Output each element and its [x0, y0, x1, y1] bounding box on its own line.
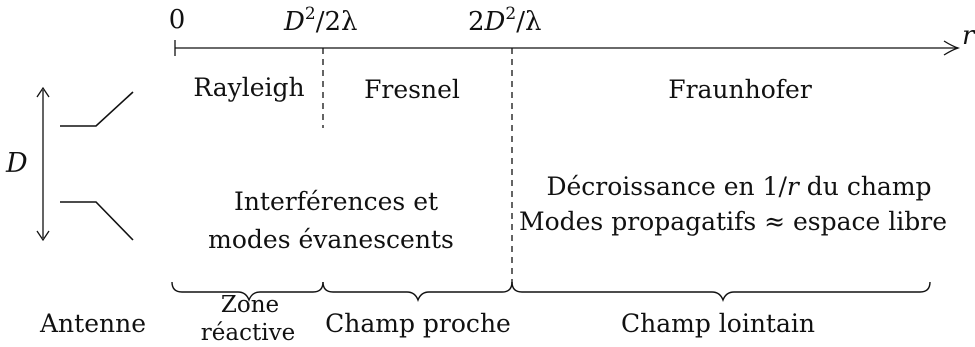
near-field-description-line1: Interférences et: [234, 187, 438, 216]
far-field-description-line1: Décroissance en 1/r du champ: [546, 172, 931, 201]
axis-arrowhead: [943, 40, 961, 56]
zone-label-far-field: Champ lointain: [621, 309, 815, 338]
brace-near-field: [322, 281, 513, 302]
region-label-fraunhofer: Fraunhofer: [668, 75, 812, 104]
antenna-label: Antenne: [39, 309, 146, 338]
zone-label-reactive-line2: réactive: [201, 320, 295, 346]
brace-reactive-zone: [171, 281, 324, 302]
zone-braces: [171, 281, 931, 302]
brace-far-field: [511, 281, 931, 302]
antenna-size-label: D: [5, 148, 28, 179]
region-label-rayleigh: Rayleigh: [193, 73, 304, 102]
axis-tick-label-d2-over-2lambda: D2/2λ: [283, 4, 357, 37]
axis-tick-label-2d2-over-lambda: 2D2/λ: [468, 4, 541, 37]
axis-tick-label-0: 0: [169, 5, 186, 35]
antenna-size-arrow: [36, 86, 50, 242]
zone-label-near-field: Champ proche: [325, 309, 511, 338]
region-label-fresnel: Fresnel: [364, 75, 460, 104]
horn-antenna-icon: [60, 91, 134, 241]
far-field-description-line2: Modes propagatifs ≈ espace libre: [519, 207, 947, 236]
axis-variable-label: r: [962, 21, 975, 51]
zone-label-reactive-line1: Zone: [221, 292, 279, 318]
near-field-description-line2: modes évanescents: [208, 225, 454, 254]
distance-axis: [174, 40, 961, 56]
